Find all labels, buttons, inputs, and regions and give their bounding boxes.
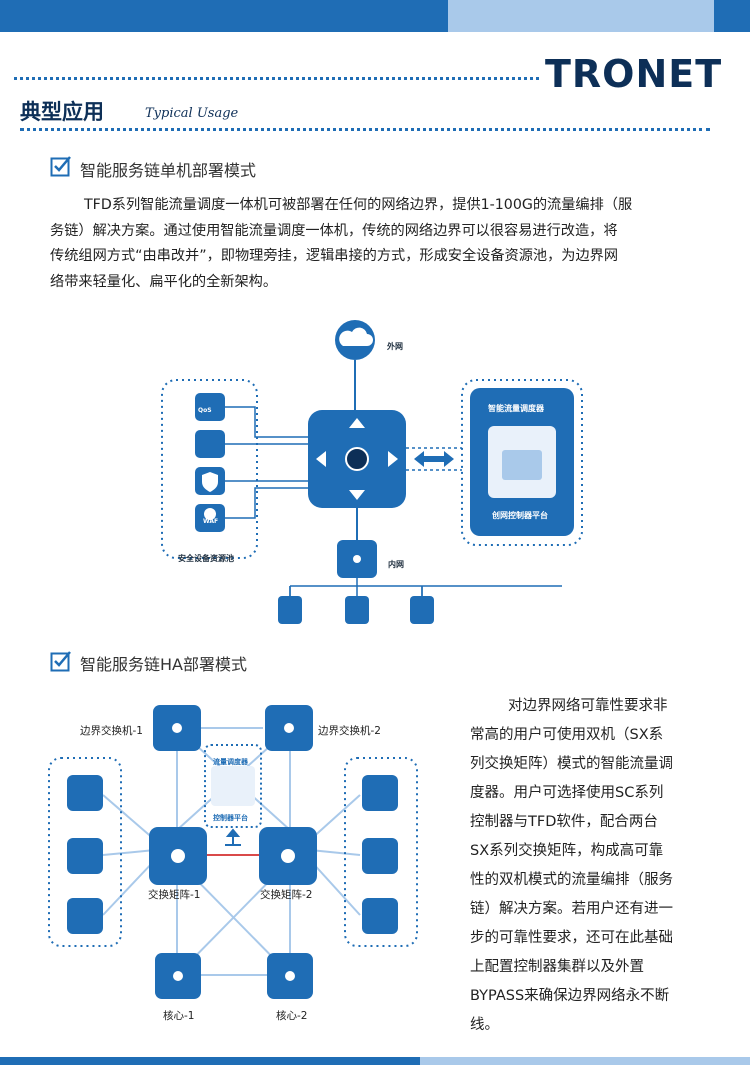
para-line: 络带来轻量化、扁平化的全新架构。 [50, 273, 278, 290]
para-line: BYPASS来确保边界网络永不断 [470, 988, 670, 1004]
label-border-2: 边界交换机-2 [318, 725, 381, 737]
waf-icon [362, 898, 398, 934]
label-ctrl-bottom: 控制器平台 [213, 814, 248, 822]
para-line: 线。 [470, 1017, 499, 1033]
label-qos: QoS [198, 407, 212, 414]
label-pool: 安全设备资源池 [178, 554, 234, 563]
fire-icon [195, 430, 225, 458]
bottom-bar-dark [0, 1057, 420, 1065]
waf-icon [67, 898, 103, 934]
label-matrix-1: 交换矩阵-1 [148, 889, 201, 901]
para-line: 列交换矩阵）模式的智能流量调 [470, 756, 673, 772]
top-bar-end [714, 0, 750, 32]
cloud-icon [335, 320, 375, 360]
label-controller-platform: 创网控制器平台 [492, 511, 548, 520]
para-line: 控制器与TFD软件，配合两台 [470, 814, 658, 830]
label-controller-title: 智能流量调度器 [488, 404, 544, 413]
label-core-2: 核心-2 [276, 1010, 308, 1022]
ha-deploy-diagram [48, 705, 418, 999]
label-ctrl-top: 流量调度器 [213, 758, 248, 766]
para-line: TFD系列智能流量调度一体机可被部署在任何的网络边界，提供1-100G的流量编排… [84, 197, 633, 213]
label-waf: WAF [203, 518, 219, 525]
top-bar-dark [0, 0, 448, 32]
mode2-heading: 智能服务链HA部署模式 [80, 655, 247, 674]
inner-switch-icon [337, 540, 377, 578]
shield-icon [195, 467, 225, 495]
para-line: 传统组网方式“由串改并”，即物理旁挂，逻辑串接的方式，形成安全设备资源池，为边界… [50, 248, 619, 264]
para-line: 度器。用户可选择使用SC系列 [470, 785, 664, 801]
waf-icon [195, 504, 225, 532]
para-line: 性的双机模式的流量编排（服务 [470, 872, 673, 888]
qos-icon [195, 393, 225, 421]
para-line: 对边界网络可靠性要求非 [508, 698, 668, 714]
dotted-divider [14, 77, 539, 80]
para-line: 务链）解决方案。通过使用智能流量调度一体机，传统的网络边界可以很容易进行改造，将 [50, 222, 618, 239]
section-title: 典型应用 [20, 100, 104, 124]
fire-icon [362, 775, 398, 811]
single-deploy-diagram [161, 320, 583, 624]
section-divider [20, 128, 710, 131]
para-line: 上配置控制器集群以及外置 [470, 959, 644, 975]
label-matrix-2: 交换矩阵-2 [260, 889, 313, 901]
label-external: 外网 [387, 342, 403, 351]
label-core-1: 核心-1 [163, 1010, 195, 1022]
checkbox-icon [50, 651, 71, 672]
central-switch-icon [308, 410, 406, 508]
mode1-paragraph: TFD系列智能流量调度一体机可被部署在任何的网络边界，提供1-100G的流量编排… [50, 193, 730, 295]
shield-icon [362, 838, 398, 874]
brand-logo: TRONET [545, 52, 723, 96]
para-line: 链）解决方案。若用户还有进一 [470, 901, 673, 917]
server-icon [278, 596, 434, 624]
para-line: 步的可靠性要求，还可在此基础 [470, 930, 673, 946]
label-border-1: 边界交换机-1 [80, 725, 143, 737]
section-subtitle: Typical Usage [145, 106, 239, 121]
top-bar-light [448, 0, 714, 32]
checkbox-icon [50, 156, 71, 177]
bottom-bar-light [420, 1057, 750, 1065]
mode2-paragraph: 对边界网络可靠性要求非 常高的用户可使用双机（SX系 列交换矩阵）模式的智能流量… [470, 692, 735, 1040]
shield-icon [67, 838, 103, 874]
para-line: SX系列交换矩阵，构成高可靠 [470, 843, 664, 859]
fire-icon [67, 775, 103, 811]
para-line: 常高的用户可使用双机（SX系 [470, 727, 664, 743]
mode1-heading: 智能服务链单机部署模式 [80, 161, 257, 180]
label-internal: 内网 [388, 560, 404, 569]
